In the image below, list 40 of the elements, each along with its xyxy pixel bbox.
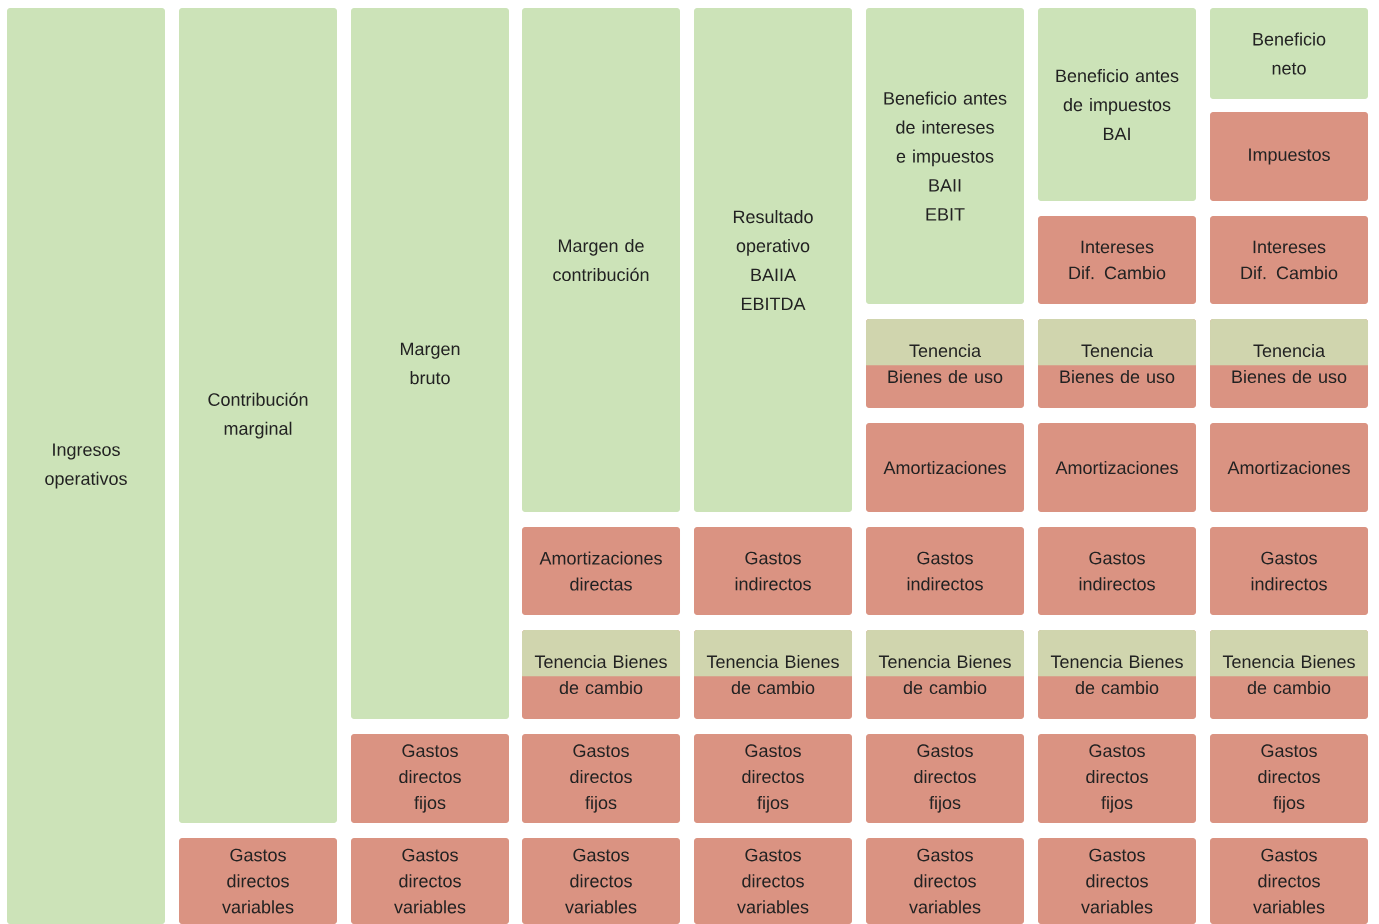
result-box: Margen bruto [351,8,509,719]
expense-box: Impuestos [1210,112,1368,201]
holding-box: Tenencia Bienes de cambio [866,630,1024,719]
expense-box: Amortizaciones directas [522,527,680,615]
expense-box: Gastos directos fijos [1210,734,1368,823]
result-box: Beneficio antes de impuestos BAI [1038,8,1196,201]
expense-box: Gastos indirectos [1038,527,1196,615]
expense-box: Intereses Dif. Cambio [1210,216,1368,304]
expense-box: Gastos directos variables [694,838,852,924]
holding-box: Tenencia Bienes de cambio [694,630,852,719]
expense-box: Gastos indirectos [694,527,852,615]
expense-box: Amortizaciones [866,423,1024,512]
expense-box: Gastos directos variables [351,838,509,924]
holding-box: Tenencia Bienes de cambio [1210,630,1368,719]
result-box: Beneficio antes de intereses e impuestos BAII EBIT [866,8,1024,304]
result-box: Resultado operativo BAIIA EBITDA [694,8,852,512]
holding-box: Tenencia Bienes de uso [866,319,1024,408]
expense-box: Gastos indirectos [866,527,1024,615]
expense-box: Gastos directos variables [179,838,337,924]
expense-box: Gastos directos variables [1210,838,1368,924]
expense-box: Gastos directos fijos [351,734,509,823]
result-box: Ingresos operativos [7,8,165,924]
expense-box: Gastos directos fijos [694,734,852,823]
expense-box: Gastos directos fijos [1038,734,1196,823]
expense-box: Gastos directos fijos [522,734,680,823]
expense-box: Intereses Dif. Cambio [1038,216,1196,304]
result-box: Beneficio neto [1210,8,1368,99]
holding-box: Tenencia Bienes de cambio [522,630,680,719]
expense-box: Gastos directos variables [522,838,680,924]
expense-box: Amortizaciones [1210,423,1368,512]
result-box: Margen de contribución [522,8,680,512]
expense-box: Gastos directos variables [866,838,1024,924]
holding-box: Tenencia Bienes de uso [1038,319,1196,408]
holding-box: Tenencia Bienes de uso [1210,319,1368,408]
holding-box: Tenencia Bienes de cambio [1038,630,1196,719]
expense-box: Gastos directos variables [1038,838,1196,924]
expense-box: Gastos directos fijos [866,734,1024,823]
result-box: Contribución marginal [179,8,337,823]
expense-box: Amortizaciones [1038,423,1196,512]
expense-box: Gastos indirectos [1210,527,1368,615]
